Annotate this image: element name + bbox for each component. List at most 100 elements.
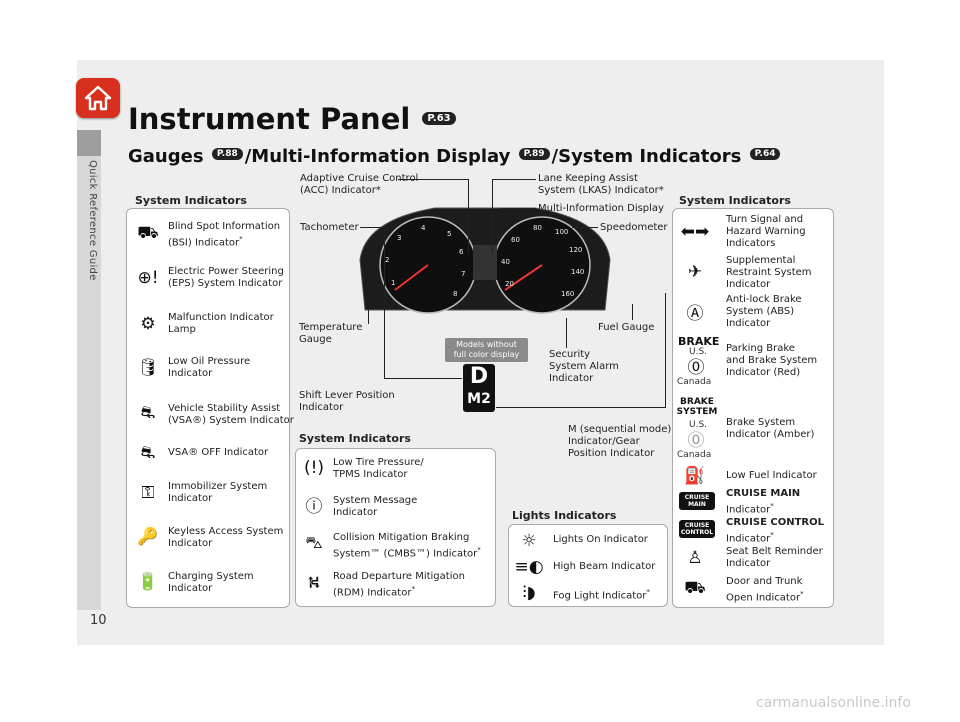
abs-icon: Ⓐ [686, 304, 704, 324]
tach-num-1: 1 [391, 279, 395, 287]
tpms-line1: Low Tire Pressure/ [333, 457, 424, 468]
mil-line1: Malfunction Indicator [168, 312, 274, 323]
gauges-ref[interactable]: P.88 [211, 148, 243, 160]
engine-icon: ⚙ [140, 314, 156, 334]
gear-letter: D [469, 364, 489, 389]
cmbs-star: * [477, 546, 481, 554]
bsi-line1: Blind Spot Information [168, 221, 281, 232]
temp-leader [368, 310, 369, 324]
cruise-main-icon: CRUISE MAIN [679, 492, 715, 510]
abs-line2: System (ABS) [726, 306, 795, 317]
oil-line1: Low Oil Pressure [168, 356, 251, 367]
title-page-ref[interactable]: P.63 [422, 111, 456, 125]
cmbs-line2: System™ (CMBS™) Indicator [333, 548, 478, 560]
models-note: Models without full color display [445, 338, 528, 362]
lkas-line1: Lane Keeping Assist [538, 173, 638, 184]
lkas-leader-v [492, 179, 493, 254]
tach-num-4: 4 [421, 224, 426, 232]
srs-icon: ✈ [687, 262, 703, 282]
bsi-item: Blind Spot Information(BSI) Indicator* [168, 221, 280, 249]
tach-num-7: 7 [461, 270, 465, 278]
shift-line2: Indicator [299, 402, 344, 413]
vsa-line1: Vehicle Stability Assist [168, 403, 281, 414]
speed-num-20: 20 [505, 280, 514, 288]
oil-line2: Indicator [168, 368, 213, 379]
keyless-line2: Indicator [168, 538, 213, 549]
rdm-line2: (RDM) Indicator [333, 587, 412, 599]
high-beam-item: High Beam Indicator [553, 561, 656, 572]
cmbs-icon: ⛍ [305, 533, 323, 553]
bsys-line1: Brake System [726, 417, 796, 428]
brake-system-text-icon: BRAKE SYSTEM [676, 397, 718, 417]
fog-star: * [646, 588, 650, 596]
speedometer-callout: Speedometer [600, 222, 668, 233]
blind-spot-icon: ⛟ [137, 223, 159, 243]
home-button[interactable] [76, 78, 120, 118]
belt-line2: Indicator [726, 558, 771, 569]
tach-leader [360, 227, 388, 228]
vsa-line2: (VSA®) System Indicator [168, 415, 294, 426]
sysmsg-line1: System Message [333, 495, 418, 506]
title-text: Instrument Panel [128, 102, 411, 136]
pbrake-line3: Indicator (Red) [726, 367, 801, 378]
m-leader-v [665, 293, 666, 408]
door-icon: ⛟ [684, 578, 706, 598]
mid-leader [500, 208, 536, 209]
m-leader-h [496, 407, 666, 408]
indicators-ref[interactable]: P.64 [749, 148, 781, 160]
gear-display: D M2 [463, 364, 495, 412]
cruise-control-icon: CRUISE CONTROL [679, 520, 715, 538]
shift-line1: Shift Lever Position [299, 390, 395, 401]
security-line2: System Alarm [549, 361, 619, 372]
security-line3: Indicator [549, 373, 594, 384]
seq-indicator: M2 [463, 390, 495, 408]
vsa-item: Vehicle Stability Assist(VSA®) System In… [168, 403, 294, 427]
battery-icon: 🔋 [137, 572, 159, 592]
acc-line2: (ACC) Indicator* [300, 185, 381, 196]
speed-num-100: 100 [555, 228, 568, 236]
door-line1: Door and Trunk [726, 576, 803, 587]
mid-callout: Multi-Information Display [538, 203, 664, 214]
rdm-item: Road Departure Mitigation (RDM) Indicator… [333, 571, 465, 599]
lkas-line2: System (LKAS) Indicator* [538, 185, 664, 196]
high-beam-icon: ≡◐ [514, 557, 544, 577]
tachometer-callout: Tachometer [300, 222, 359, 233]
fog-light-item: Fog Light Indicator* [553, 586, 650, 602]
charging-line2: Indicator [168, 583, 213, 594]
vsa-off-line1: VSA® OFF Indicator [168, 447, 269, 458]
rdm-icon: ⛕ [307, 573, 321, 593]
rdm-line1: Road Departure Mitigation [333, 571, 465, 582]
door-star: * [800, 590, 804, 598]
sidebar-strip [77, 130, 101, 610]
mid-ref[interactable]: P.89 [518, 148, 550, 160]
rdm-star: * [411, 585, 415, 593]
speed-num-140: 140 [571, 268, 584, 276]
sidebar-tab[interactable] [77, 130, 101, 156]
cmbs-line1: Collision Mitigation Braking [333, 532, 470, 543]
speedometer-needle [504, 264, 543, 291]
cctrl-line1: CRUISE CONTROL [726, 517, 824, 528]
tpms-line2: TPMS Indicator [333, 469, 408, 480]
vsa-icon: ⛐ [140, 403, 156, 423]
tach-num-5: 5 [447, 230, 451, 238]
abs-line3: Indicator [726, 318, 771, 329]
acc-callout: Adaptive Cruise Control(ACC) Indicator* [300, 173, 418, 197]
bsys-line2: Indicator (Amber) [726, 429, 815, 440]
oil-can-icon: 🛢 [137, 358, 159, 378]
turn-line1: Turn Signal and [726, 214, 804, 225]
eps-icon: ⊕! [137, 268, 159, 288]
tpms-item: Low Tire Pressure/TPMS Indicator [333, 457, 424, 481]
srs-line3: Indicator [726, 279, 771, 290]
